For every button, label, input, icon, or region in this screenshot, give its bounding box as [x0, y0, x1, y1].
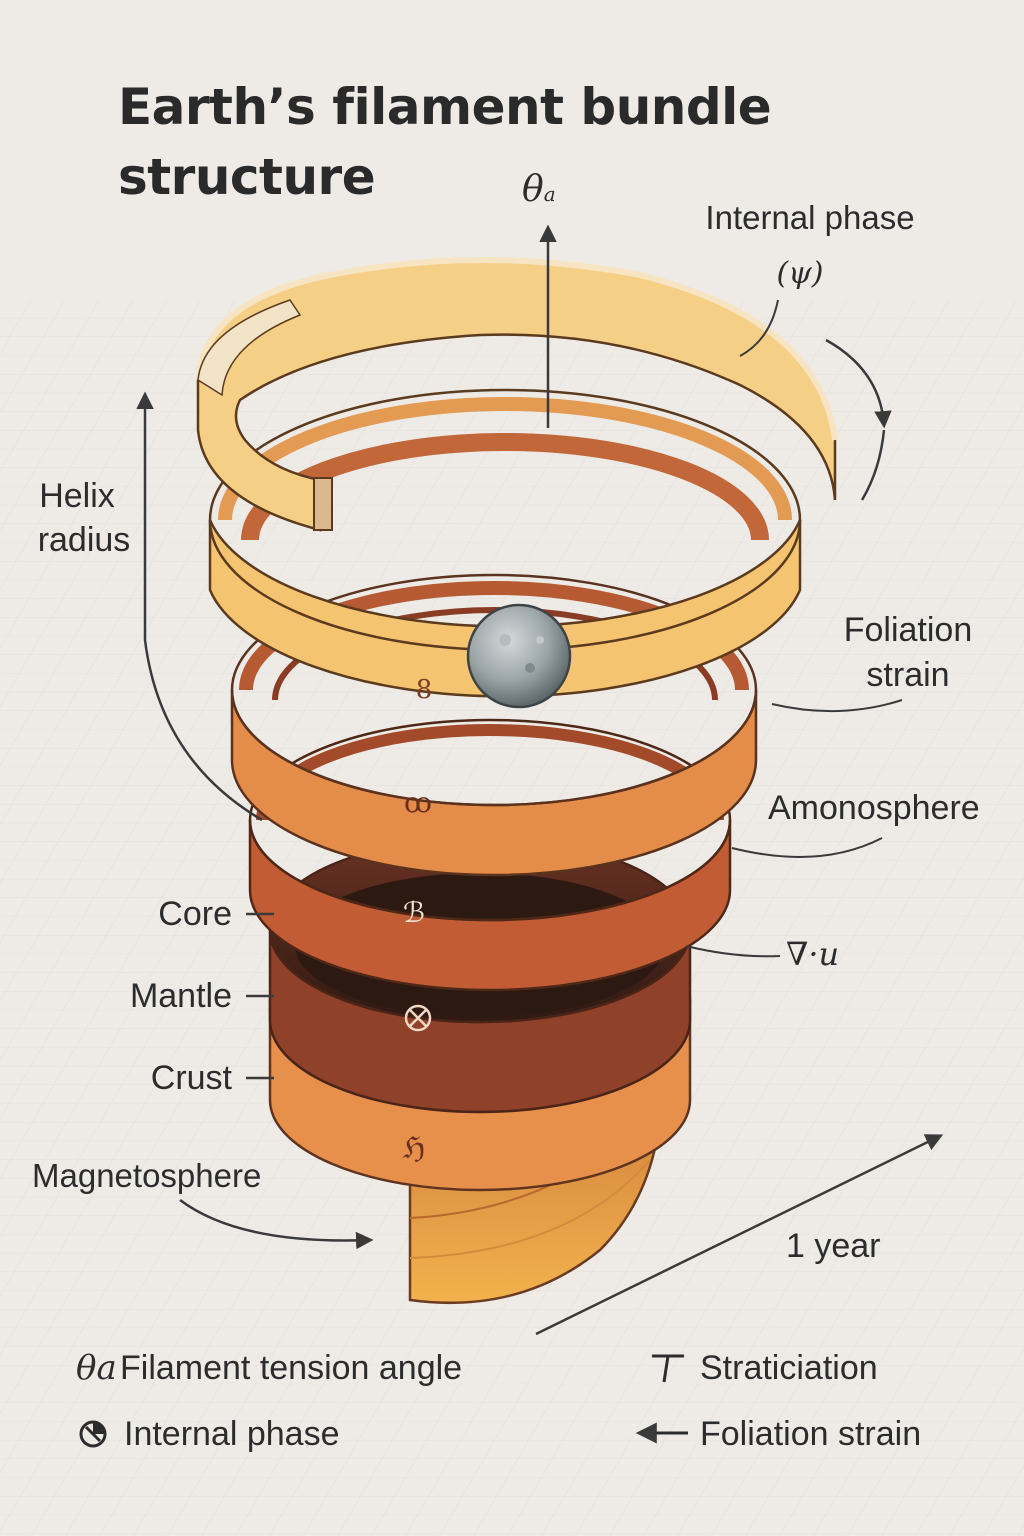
legend-stratification: Straticiation — [700, 1346, 878, 1390]
amonosphere-leader — [731, 837, 883, 858]
stratification-legend-icon — [652, 1354, 684, 1383]
foliation-leader — [771, 699, 903, 713]
strat-legend-text: Straticiation — [700, 1349, 878, 1387]
magnetosphere-label: Magnetosphere — [32, 1157, 262, 1194]
glyph-mantle — [404, 1004, 432, 1032]
legend-theta: θaFilament tension angle — [76, 1346, 462, 1390]
helix-radius-arrow — [136, 391, 263, 822]
band-upper — [208, 519, 802, 698]
title-line-2: structure — [118, 148, 376, 206]
time-axis-arrow — [535, 1134, 944, 1336]
theta-axis-label: θa — [522, 169, 556, 210]
foliation-strain-label-1: Foliation — [843, 611, 973, 649]
title-line-1: Earth’s filament bundle — [118, 78, 772, 136]
glyph-amonosphere: ꝏ — [404, 786, 432, 819]
internal-phase-arrow — [825, 338, 892, 429]
glyph-core: ℬ — [403, 896, 425, 929]
glyph-upper: 8 — [416, 675, 433, 705]
one-year-label: 1 year — [786, 1227, 881, 1265]
legend-foliation: Foliation strain — [700, 1412, 921, 1456]
band-top-inner-face — [197, 299, 302, 397]
internal-phase-label: Internal phase — [705, 199, 915, 236]
band-top-end-cap — [313, 477, 333, 531]
phase-legend-icon — [79, 1420, 107, 1448]
amonosphere-label: Amonosphere — [768, 789, 980, 827]
divergence-label: ∇·u — [786, 935, 840, 973]
crust-label: Crust — [150, 1059, 232, 1097]
helix-radius-label-2: radius — [37, 521, 131, 559]
phase-legend-text: Internal phase — [124, 1415, 340, 1453]
diagram-title: Earth’s filament bundle structure — [118, 72, 838, 212]
divergence-leader — [685, 945, 781, 958]
legend-phase: Internal phase — [124, 1412, 340, 1456]
theta-legend-symbol: θa — [76, 1348, 117, 1388]
helix-bands — [195, 257, 838, 1305]
helix-radius-label-1: Helix — [39, 477, 115, 515]
mantle-label: Mantle — [129, 977, 232, 1015]
internal-phase-symbol: (ψ) — [776, 256, 824, 291]
glyph-crust: ℌ — [403, 1131, 426, 1166]
internal-phase-leader — [739, 299, 779, 357]
magnetosphere-arrow — [179, 1198, 374, 1250]
planet-sphere — [466, 603, 572, 709]
theta-legend-text: Filament tension angle — [120, 1349, 463, 1387]
band-glyphs: 8 ꝏ ℬ ℌ — [403, 675, 433, 1166]
core-label: Core — [158, 895, 232, 933]
foliation-strain-label-2: strain — [866, 656, 950, 694]
foliation-legend-text: Foliation strain — [700, 1415, 922, 1453]
